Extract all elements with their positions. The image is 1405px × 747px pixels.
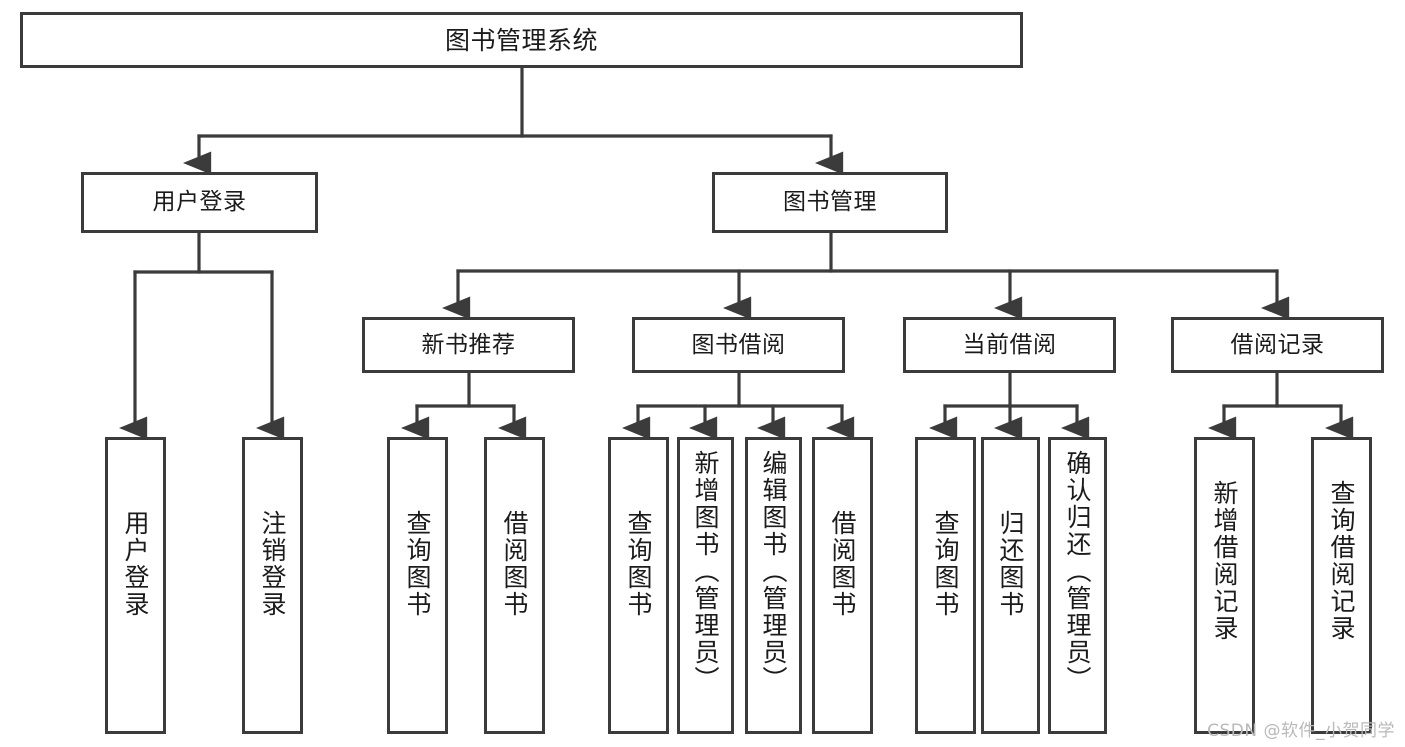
node-label: 查询图书 bbox=[403, 510, 432, 618]
node-label: 借阅图书 bbox=[500, 510, 529, 618]
node-label: 新增图书（管理员） bbox=[691, 450, 720, 693]
node-label: 新增借阅记录 bbox=[1210, 480, 1239, 642]
node-label: 图书借阅 bbox=[691, 331, 786, 358]
node-leaf-edit-book-admin[interactable]: 编辑图书（管理员） bbox=[745, 437, 802, 734]
node-user-login[interactable]: 用户登录 bbox=[81, 172, 318, 233]
node-borrow-record[interactable]: 借阅记录 bbox=[1171, 317, 1384, 373]
node-label: 归还图书 bbox=[996, 510, 1025, 618]
node-label: 借阅图书 bbox=[828, 510, 857, 618]
node-leaf-user-login[interactable]: 用户登录 bbox=[105, 437, 166, 734]
node-label: 查询图书 bbox=[931, 510, 960, 618]
node-book-management[interactable]: 图书管理 bbox=[712, 172, 948, 233]
node-leaf-confirm-return-admin[interactable]: 确认归还（管理员） bbox=[1048, 437, 1107, 734]
node-label: 图书管理 bbox=[783, 189, 877, 216]
node-leaf-query-book-rec[interactable]: 查询图书 bbox=[387, 437, 448, 734]
node-leaf-query-book-current[interactable]: 查询图书 bbox=[915, 437, 976, 734]
node-label: 当前借阅 bbox=[962, 331, 1057, 358]
watermark-text: CSDN @软件_小贺同学 bbox=[1207, 721, 1395, 741]
node-leaf-add-borrow-record[interactable]: 新增借阅记录 bbox=[1194, 437, 1255, 734]
node-leaf-return-book[interactable]: 归还图书 bbox=[981, 437, 1040, 734]
node-root-book-management-system[interactable]: 图书管理系统 bbox=[20, 12, 1023, 68]
node-label: 查询借阅记录 bbox=[1327, 480, 1356, 642]
node-leaf-add-book-admin[interactable]: 新增图书（管理员） bbox=[677, 437, 734, 734]
node-label: 确认归还（管理员） bbox=[1063, 450, 1092, 693]
node-label: 用户登录 bbox=[121, 510, 150, 618]
node-leaf-query-borrow-record[interactable]: 查询借阅记录 bbox=[1311, 437, 1372, 734]
node-label: 查询图书 bbox=[624, 510, 653, 618]
node-leaf-query-book-borrow[interactable]: 查询图书 bbox=[608, 437, 669, 734]
node-label: 编辑图书（管理员） bbox=[759, 450, 788, 693]
node-leaf-user-logout[interactable]: 注销登录 bbox=[242, 437, 303, 734]
node-label: 用户登录 bbox=[152, 189, 247, 216]
node-leaf-borrow-book-rec[interactable]: 借阅图书 bbox=[484, 437, 545, 734]
node-label: 新书推荐 bbox=[421, 331, 516, 358]
node-leaf-borrow-book[interactable]: 借阅图书 bbox=[812, 437, 873, 734]
node-new-book-recommendation[interactable]: 新书推荐 bbox=[362, 317, 575, 373]
node-current-borrowing[interactable]: 当前借阅 bbox=[903, 317, 1116, 373]
node-book-borrowing[interactable]: 图书借阅 bbox=[632, 317, 845, 373]
node-label: 图书管理系统 bbox=[444, 25, 598, 55]
node-label: 注销登录 bbox=[258, 510, 287, 618]
node-label: 借阅记录 bbox=[1230, 331, 1325, 358]
